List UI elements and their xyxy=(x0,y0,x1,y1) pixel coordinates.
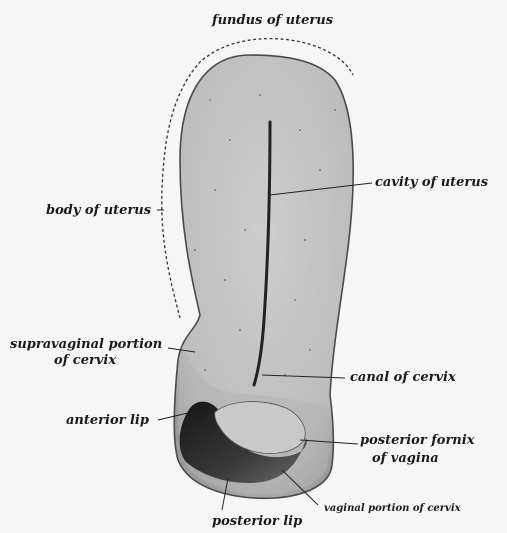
label-body: body of uterus xyxy=(46,203,152,218)
label-fundus: fundus of uterus xyxy=(211,13,334,28)
label-vaginal-portion: vaginal portion of cervix xyxy=(324,503,462,514)
label-posterior-lip: posterior lip xyxy=(212,514,302,529)
label-posterior-fornix-2: of vagina xyxy=(372,451,439,466)
label-cavity: cavity of uterus xyxy=(375,175,489,190)
label-posterior-fornix-1: posterior fornix xyxy=(360,433,475,448)
label-anterior-lip: anterior lip xyxy=(66,413,149,428)
label-supravaginal-1: supravaginal portion xyxy=(10,337,162,352)
label-canal: canal of cervix xyxy=(350,370,456,385)
label-supravaginal-2: of cervix xyxy=(54,353,116,368)
